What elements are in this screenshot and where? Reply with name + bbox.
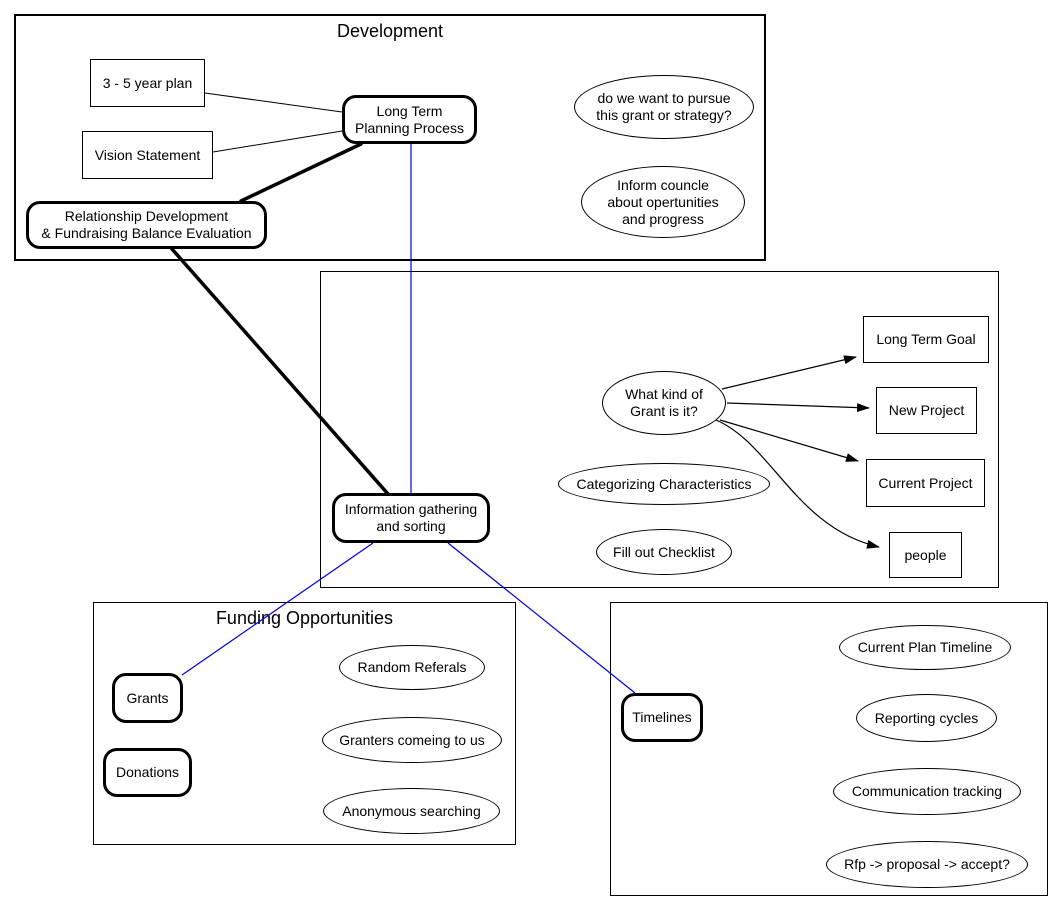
connector-vision-to-planning-process	[212, 130, 343, 153]
node-label-donations: Donations	[115, 764, 180, 780]
connector-grant-kind-to-long-term-goal	[721, 355, 857, 390]
node-three-five-year-plan[interactable]: 3 - 5 year plan	[90, 59, 205, 107]
node-long-term-goal[interactable]: Long Term Goal	[863, 316, 989, 363]
node-fill-out-checklist[interactable]: Fill out Checklist	[596, 529, 732, 575]
node-label-reporting-cycles: Reporting cycles	[874, 709, 979, 726]
connector-plan-to-planning-process	[204, 92, 343, 113]
node-label-timelines: Timelines	[632, 709, 692, 725]
node-label-granters-comeing-to-us: Granters comeing to us	[339, 731, 485, 748]
node-anonymous-searching[interactable]: Anonymous searching	[323, 788, 500, 834]
node-label-relationship-development: Relationship Development & Fundraising B…	[41, 208, 252, 241]
node-long-term-planning-process[interactable]: Long Term Planning Process	[342, 95, 477, 144]
node-granters-comeing-to-us[interactable]: Granters comeing to us	[322, 717, 502, 763]
node-label-pursue-grant-question: do we want to pursue this grant or strat…	[596, 90, 732, 123]
node-timelines[interactable]: Timelines	[621, 693, 703, 742]
connector-grant-kind-to-people	[715, 419, 880, 549]
node-label-vision-statement: Vision Statement	[94, 146, 201, 163]
node-label-grants: Grants	[126, 689, 169, 706]
node-random-referals[interactable]: Random Referals	[339, 645, 485, 690]
node-rfp-proposal-accept[interactable]: Rfp -> proposal -> accept?	[826, 841, 1028, 888]
node-label-new-project: New Project	[888, 402, 965, 418]
node-information-gathering[interactable]: Information gathering and sorting	[332, 493, 490, 543]
node-label-fill-out-checklist: Fill out Checklist	[613, 543, 715, 560]
node-label-current-plan-timeline: Current Plan Timeline	[857, 639, 993, 655]
group-timelines-section	[610, 602, 1048, 896]
connector-information-gathering-to-timelines	[447, 542, 636, 694]
node-current-project[interactable]: Current Project	[866, 459, 985, 507]
connector-relationship-to-information-gathering	[170, 247, 390, 496]
node-communication-tracking[interactable]: Communication tracking	[833, 768, 1021, 815]
node-label-categorizing-characteristics: Categorizing Characteristics	[576, 475, 752, 492]
node-label-three-five-year-plan: 3 - 5 year plan	[102, 74, 193, 91]
node-people[interactable]: people	[889, 532, 962, 578]
node-vision-statement[interactable]: Vision Statement	[82, 131, 213, 179]
node-label-what-kind-of-grant: What kind of Grant is it?	[625, 386, 703, 419]
node-categorizing-characteristics[interactable]: Categorizing Characteristics	[558, 463, 770, 505]
node-inform-council[interactable]: Inform councle about opertunities and pr…	[581, 166, 745, 238]
node-relationship-development[interactable]: Relationship Development & Fundraising B…	[26, 201, 267, 249]
node-label-information-gathering: Information gathering and sorting	[344, 501, 478, 534]
node-label-inform-council: Inform councle about opertunities and pr…	[607, 176, 719, 227]
group-funding-opportunities: Funding Opportunities	[93, 602, 516, 845]
node-label-long-term-planning-process: Long Term Planning Process	[355, 102, 464, 136]
node-label-anonymous-searching: Anonymous searching	[342, 802, 481, 819]
group-grant-classification	[320, 271, 999, 588]
node-label-long-term-goal: Long Term Goal	[876, 331, 976, 347]
node-label-communication-tracking: Communication tracking	[851, 783, 1003, 799]
node-donations[interactable]: Donations	[103, 748, 192, 797]
connector-information-gathering-to-grants	[181, 542, 374, 676]
group-title-funding-opportunities: Funding Opportunities	[215, 608, 394, 628]
connector-planning-process-to-relationship	[239, 142, 363, 203]
group-title-development: Development	[336, 21, 444, 41]
node-current-plan-timeline[interactable]: Current Plan Timeline	[839, 625, 1011, 670]
node-grants[interactable]: Grants	[112, 673, 183, 723]
node-what-kind-of-grant[interactable]: What kind of Grant is it?	[602, 371, 726, 435]
group-development: Development	[14, 14, 766, 261]
connector-grant-kind-to-current-project	[719, 419, 859, 462]
node-label-random-referals: Random Referals	[357, 659, 467, 675]
node-label-people: people	[904, 546, 947, 563]
connector-grant-kind-to-new-project	[726, 402, 870, 413]
node-new-project[interactable]: New Project	[876, 387, 977, 434]
node-label-current-project: Current Project	[878, 474, 973, 491]
node-reporting-cycles[interactable]: Reporting cycles	[856, 694, 997, 742]
node-pursue-grant-question[interactable]: do we want to pursue this grant or strat…	[574, 75, 754, 139]
node-label-rfp-proposal-accept: Rfp -> proposal -> accept?	[844, 856, 1010, 872]
